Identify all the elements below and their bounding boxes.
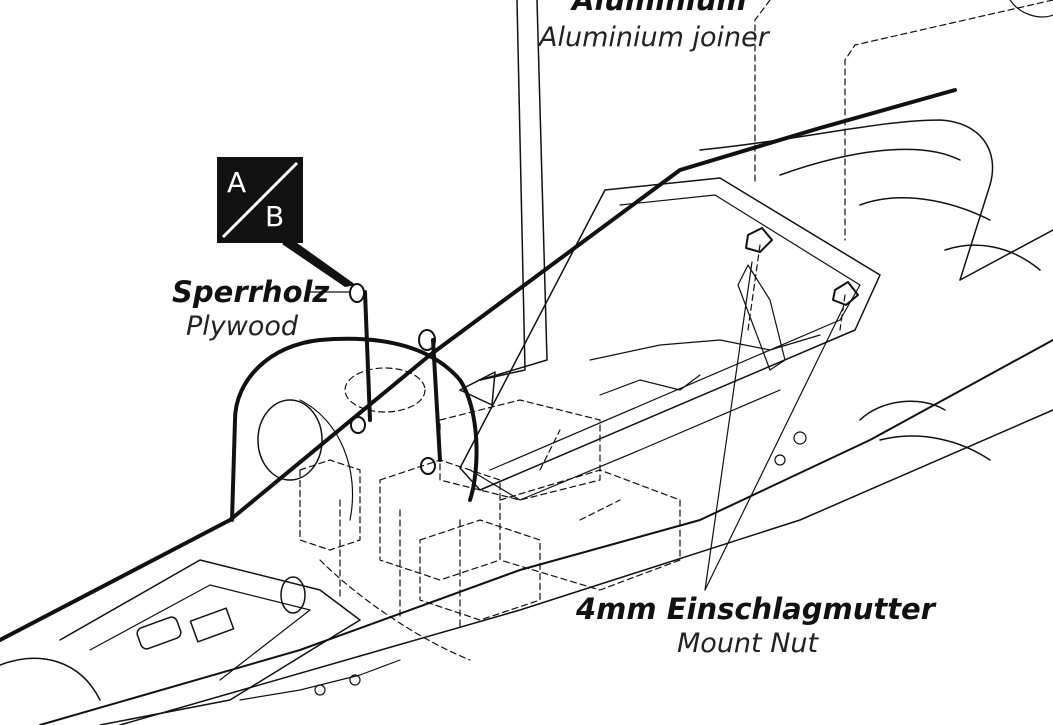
fuselage-lower-edge bbox=[39, 339, 1053, 725]
plywood-washer-1b bbox=[350, 416, 366, 434]
bolt-dashed-1 bbox=[754, 0, 771, 186]
rivet-2 bbox=[349, 674, 361, 686]
rear-curve-2 bbox=[779, 148, 961, 176]
ab-badge: A B bbox=[217, 157, 303, 243]
nut-leader-1 bbox=[704, 261, 753, 591]
rivet-3 bbox=[793, 431, 807, 445]
cockpit-step bbox=[599, 374, 701, 396]
label-plywood: Plywood bbox=[186, 311, 299, 342]
plywood-washer-1 bbox=[349, 283, 365, 303]
fuselage-upper-edge bbox=[0, 88, 957, 642]
mount-nut-1 bbox=[745, 227, 773, 253]
front-former-hole bbox=[257, 399, 323, 481]
internal-dashed-structure bbox=[299, 399, 681, 661]
label-einschlagmutter: 4mm Einschlagmutter bbox=[576, 592, 936, 626]
front-hole bbox=[280, 576, 306, 614]
label-aluminium-joiner: Aluminium joiner bbox=[539, 22, 769, 53]
nut-leader-2 bbox=[704, 307, 844, 591]
bolt-dashed-4 bbox=[839, 294, 846, 331]
cockpit-floor bbox=[589, 334, 821, 361]
bolt-dashed-2 bbox=[844, 0, 1053, 241]
cockpit-rim bbox=[469, 389, 781, 501]
badge-letter-a: A bbox=[227, 166, 247, 199]
plywood-washer-2b bbox=[420, 457, 436, 475]
front-former-rim bbox=[299, 399, 354, 521]
clip-detail bbox=[1009, 0, 1053, 18]
former-dashed-hole bbox=[344, 367, 426, 413]
rear-curve-4 bbox=[944, 244, 1041, 271]
plywood-washer-2 bbox=[418, 329, 436, 351]
cockpit-opening bbox=[459, 177, 881, 491]
plywood-rod-2 bbox=[431, 338, 442, 462]
rear-curve-1 bbox=[699, 119, 994, 281]
front-slot-2 bbox=[189, 607, 235, 643]
rear-lower-curve-2 bbox=[879, 435, 991, 461]
bracket-plate bbox=[737, 264, 786, 371]
rear-lower-curve bbox=[859, 400, 946, 421]
front-former-left bbox=[230, 418, 237, 522]
label-sperrholz: Sperrholz bbox=[172, 275, 330, 309]
label-aluminium: Aluminium bbox=[572, 0, 747, 17]
plywood-rod-1 bbox=[363, 290, 372, 422]
rear-panel bbox=[959, 229, 1053, 281]
rivet-4 bbox=[774, 454, 786, 466]
front-former-outline bbox=[233, 336, 479, 502]
front-cockpit-inner bbox=[89, 584, 311, 681]
front-slot-1 bbox=[136, 616, 182, 650]
label-mount-nut: Mount Nut bbox=[677, 628, 819, 659]
joiner-arrow-head bbox=[459, 371, 496, 406]
badge-letter-b: B bbox=[265, 200, 285, 233]
front-bottom-detail bbox=[239, 659, 401, 701]
nose-curve bbox=[0, 657, 101, 701]
rear-curve-3 bbox=[859, 197, 991, 221]
rivet-1 bbox=[314, 684, 326, 696]
cockpit-inner bbox=[489, 194, 861, 471]
fuselage-side-line bbox=[119, 409, 1053, 725]
mount-nut-2 bbox=[832, 281, 859, 306]
front-cockpit bbox=[59, 559, 361, 725]
joiner-tube-right bbox=[479, 0, 548, 381]
